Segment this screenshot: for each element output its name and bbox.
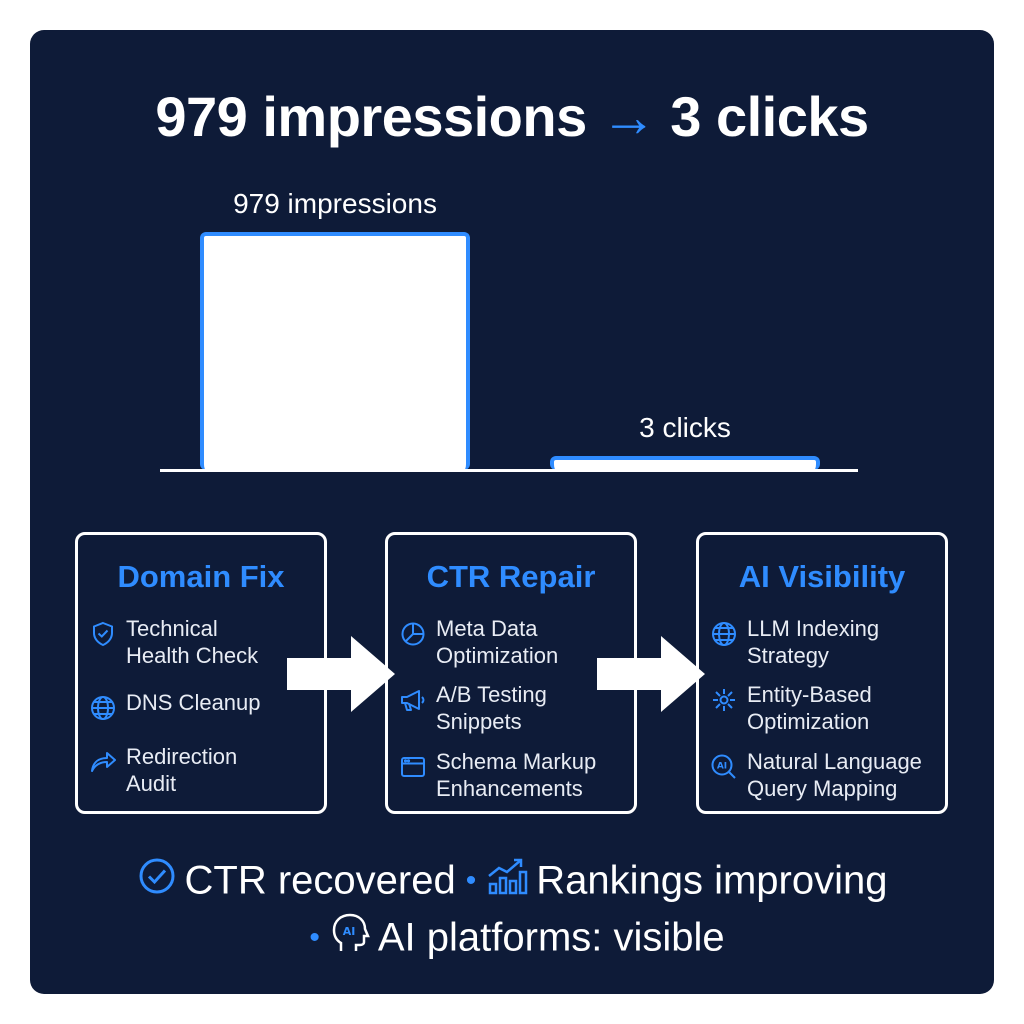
bar-label-clicks: 3 clicks	[639, 412, 731, 443]
card-title: Domain Fix	[117, 559, 285, 594]
bar-label-impressions: 979 impressions	[233, 188, 437, 219]
footer-line-1: CTR recovered • Rankings improving	[0, 856, 1024, 906]
card-title: CTR Repair	[426, 559, 596, 594]
svg-text:AI: AI	[343, 925, 356, 938]
item-text: Meta Data Optimization	[436, 616, 559, 668]
headline-clicks: 3 clicks	[670, 85, 869, 148]
chart-baseline	[160, 469, 858, 472]
flow-arrow-2	[597, 636, 705, 712]
infographic-panel	[30, 30, 994, 994]
bar-impressions	[200, 232, 470, 470]
item-text: Schema Markup Enhancements	[436, 749, 597, 801]
footer-rankings-improving: Rankings improving	[536, 858, 888, 903]
browser-window-icon	[398, 752, 428, 782]
footer-line-2: • AI AI platforms: visible	[0, 912, 1024, 964]
headline-arrow: →	[600, 85, 657, 148]
globe-icon	[709, 619, 739, 649]
shield-check-icon	[88, 619, 118, 649]
footer-ai-platforms: AI platforms: visible	[377, 915, 725, 960]
network-node-icon	[709, 685, 739, 715]
flow-arrow-1	[287, 636, 395, 712]
card-title: AI Visibility	[738, 559, 906, 594]
item-text: DNS Cleanup	[126, 690, 261, 715]
ai-search-icon: AI	[709, 752, 739, 782]
pie-chart-icon	[398, 619, 428, 649]
footer-ctr-recovered: CTR recovered	[184, 858, 456, 903]
card-ai-visibility: AI Visibility LLM Indexing Strategy Enti…	[696, 532, 948, 814]
check-circle-icon	[137, 856, 177, 906]
globe-icon	[88, 693, 118, 723]
item-text: Redirection Audit	[126, 744, 238, 796]
svg-text:AI: AI	[717, 762, 727, 772]
item-text: Entity-Based Optimization	[747, 682, 872, 734]
item-text: Natural Language Query Mapping	[747, 749, 922, 801]
headline-impressions: 979 impressions	[155, 85, 587, 148]
bar-clicks	[550, 456, 820, 470]
footer-separator: •	[465, 864, 477, 897]
item-text: Technical Health Check	[126, 616, 259, 668]
item-text: LLM Indexing Strategy	[747, 616, 880, 668]
headline: 979 impressions→3 clicks	[0, 84, 1024, 149]
redirect-arrow-icon	[88, 747, 118, 777]
trending-chart-icon	[486, 856, 528, 906]
item-text: A/B Testing Snippets	[436, 682, 547, 734]
footer-separator: •	[309, 921, 320, 954]
ai-head-icon: AI	[330, 912, 370, 964]
megaphone-icon	[398, 685, 428, 715]
